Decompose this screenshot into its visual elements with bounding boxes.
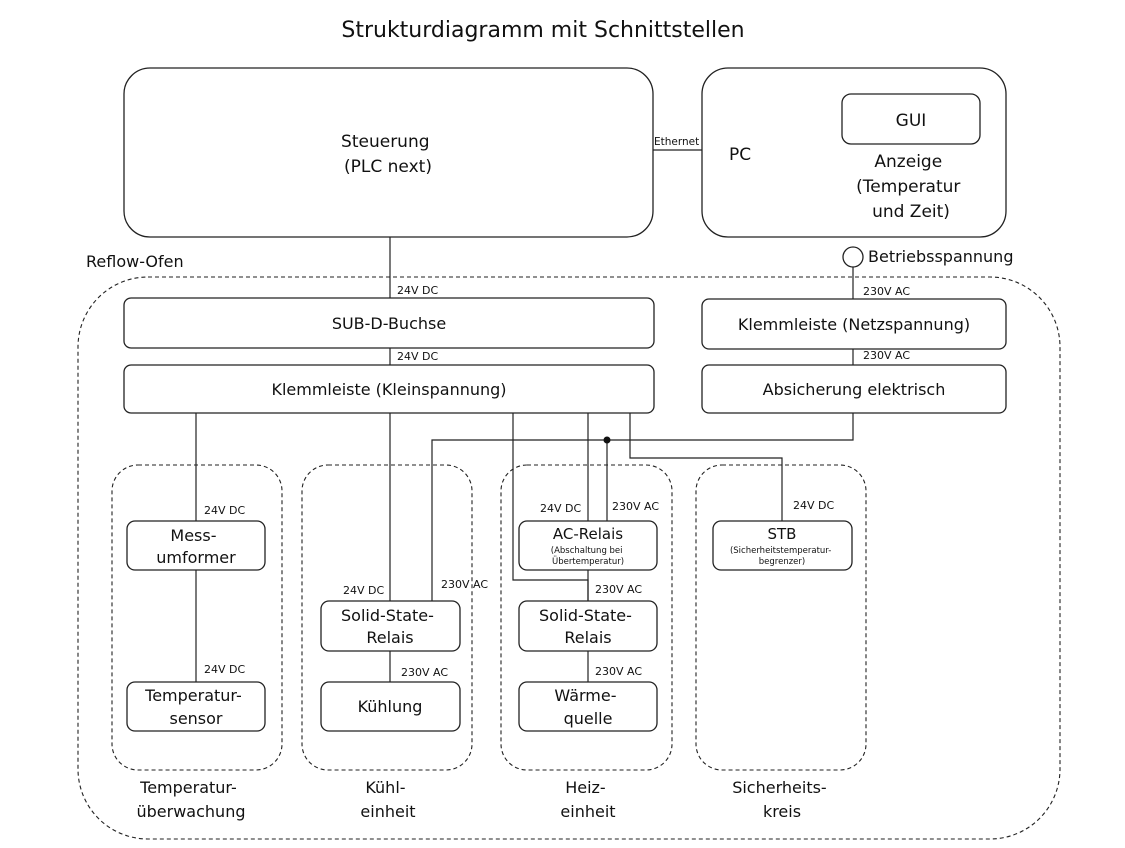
supply-terminal	[842, 246, 864, 268]
heat-source-block	[518, 681, 658, 732]
stb-block	[712, 520, 853, 571]
transducer-block	[126, 520, 266, 571]
temperature-sensor-block	[126, 681, 266, 732]
heating-unit-group	[500, 464, 673, 771]
electrical-protection-block	[701, 364, 1007, 414]
diagram-title: Strukturdiagramm mit Schnittstellen	[341, 18, 744, 43]
label-24v-ac-relay: 24V DC	[540, 502, 581, 515]
ssr-heating-block	[518, 600, 658, 652]
anzeige-label: Anzeige (Temperatur und Zeit)	[856, 152, 966, 222]
temperature-monitoring-label: Temperatur- überwachung	[137, 778, 246, 821]
terminal-strip-low-voltage-label: Klemmleiste (Kleinspannung)	[271, 380, 506, 399]
electrical-protection-label: Absicherung elektrisch	[763, 380, 946, 399]
label-24v-ssr-cooling: 24V DC	[343, 584, 384, 597]
label-230v-cooling: 230V AC	[401, 666, 448, 679]
reflow-oven-label: Reflow-Ofen	[86, 252, 184, 271]
label-230v-ssr-cooling: 230V AC	[441, 578, 488, 591]
label-24v-subd-bottom: 24V DC	[397, 350, 438, 363]
label-230v-mains-bottom: 230V AC	[863, 349, 910, 362]
stb-label: STB	[768, 525, 797, 543]
terminal-strip-mains-block	[701, 298, 1007, 350]
gui-label: GUI	[896, 111, 927, 131]
cooling-block	[320, 681, 461, 732]
terminal-strip-low-voltage-block	[123, 364, 655, 414]
heat-source-label: Wärme- quelle	[554, 686, 621, 728]
temperature-monitoring-group	[111, 464, 283, 771]
label-24v-transducer: 24V DC	[204, 504, 245, 517]
label-230v-ac-relay: 230V AC	[612, 500, 659, 513]
subd-socket-label: SUB-D-Buchse	[332, 314, 446, 333]
safety-circuit-group	[695, 464, 867, 771]
label-24v-sensor: 24V DC	[204, 663, 245, 676]
ac-relay-note: (Abschaltung bei Übertemperatur)	[551, 546, 625, 567]
label-230v-ssr-heating: 230V AC	[595, 583, 642, 596]
pc-label: PC	[729, 145, 751, 165]
subd-socket-block	[123, 297, 655, 349]
safety-circuit-label: Sicherheits- kreis	[732, 778, 832, 821]
ac-relay-label: AC-Relais	[553, 525, 623, 543]
ssr-cooling-block	[320, 600, 461, 652]
cooling-unit-group	[301, 464, 473, 771]
temperature-sensor-label: Temperatur- sensor	[144, 686, 247, 728]
transducer-label: Mess- umformer	[156, 526, 236, 567]
steuerung-block	[123, 67, 654, 238]
steuerung-label: Steuerung (PLC next)	[341, 132, 435, 177]
ssr-cooling-label: Solid-State- Relais	[341, 606, 439, 647]
label-24v-subd-top: 24V DC	[397, 284, 438, 297]
label-230v-mains-top: 230V AC	[863, 285, 910, 298]
connection-labels: Ethernet Betriebsspannung 24V DC 24V DC …	[204, 136, 1013, 679]
label-230v-heat-source: 230V AC	[595, 665, 642, 678]
gui-block	[841, 93, 981, 145]
reflow-oven-boundary	[77, 276, 1061, 840]
terminal-strip-mains-label: Klemmleiste (Netzspannung)	[738, 315, 970, 334]
stb-note: (Sicherheitstemperatur- begrenzer)	[730, 546, 834, 567]
ssr-heating-label: Solid-State- Relais	[539, 606, 637, 647]
wires	[195, 149, 864, 682]
heating-unit-label: Heiz- einheit	[560, 778, 615, 821]
ethernet-label: Ethernet	[654, 136, 699, 148]
cooling-label: Kühlung	[358, 697, 423, 716]
label-24v-stb: 24V DC	[793, 499, 834, 512]
junction-dot	[603, 436, 611, 444]
supply-voltage-label: Betriebsspannung	[868, 247, 1013, 266]
ac-relay-block	[518, 520, 658, 571]
cooling-unit-label: Kühl- einheit	[360, 778, 415, 821]
